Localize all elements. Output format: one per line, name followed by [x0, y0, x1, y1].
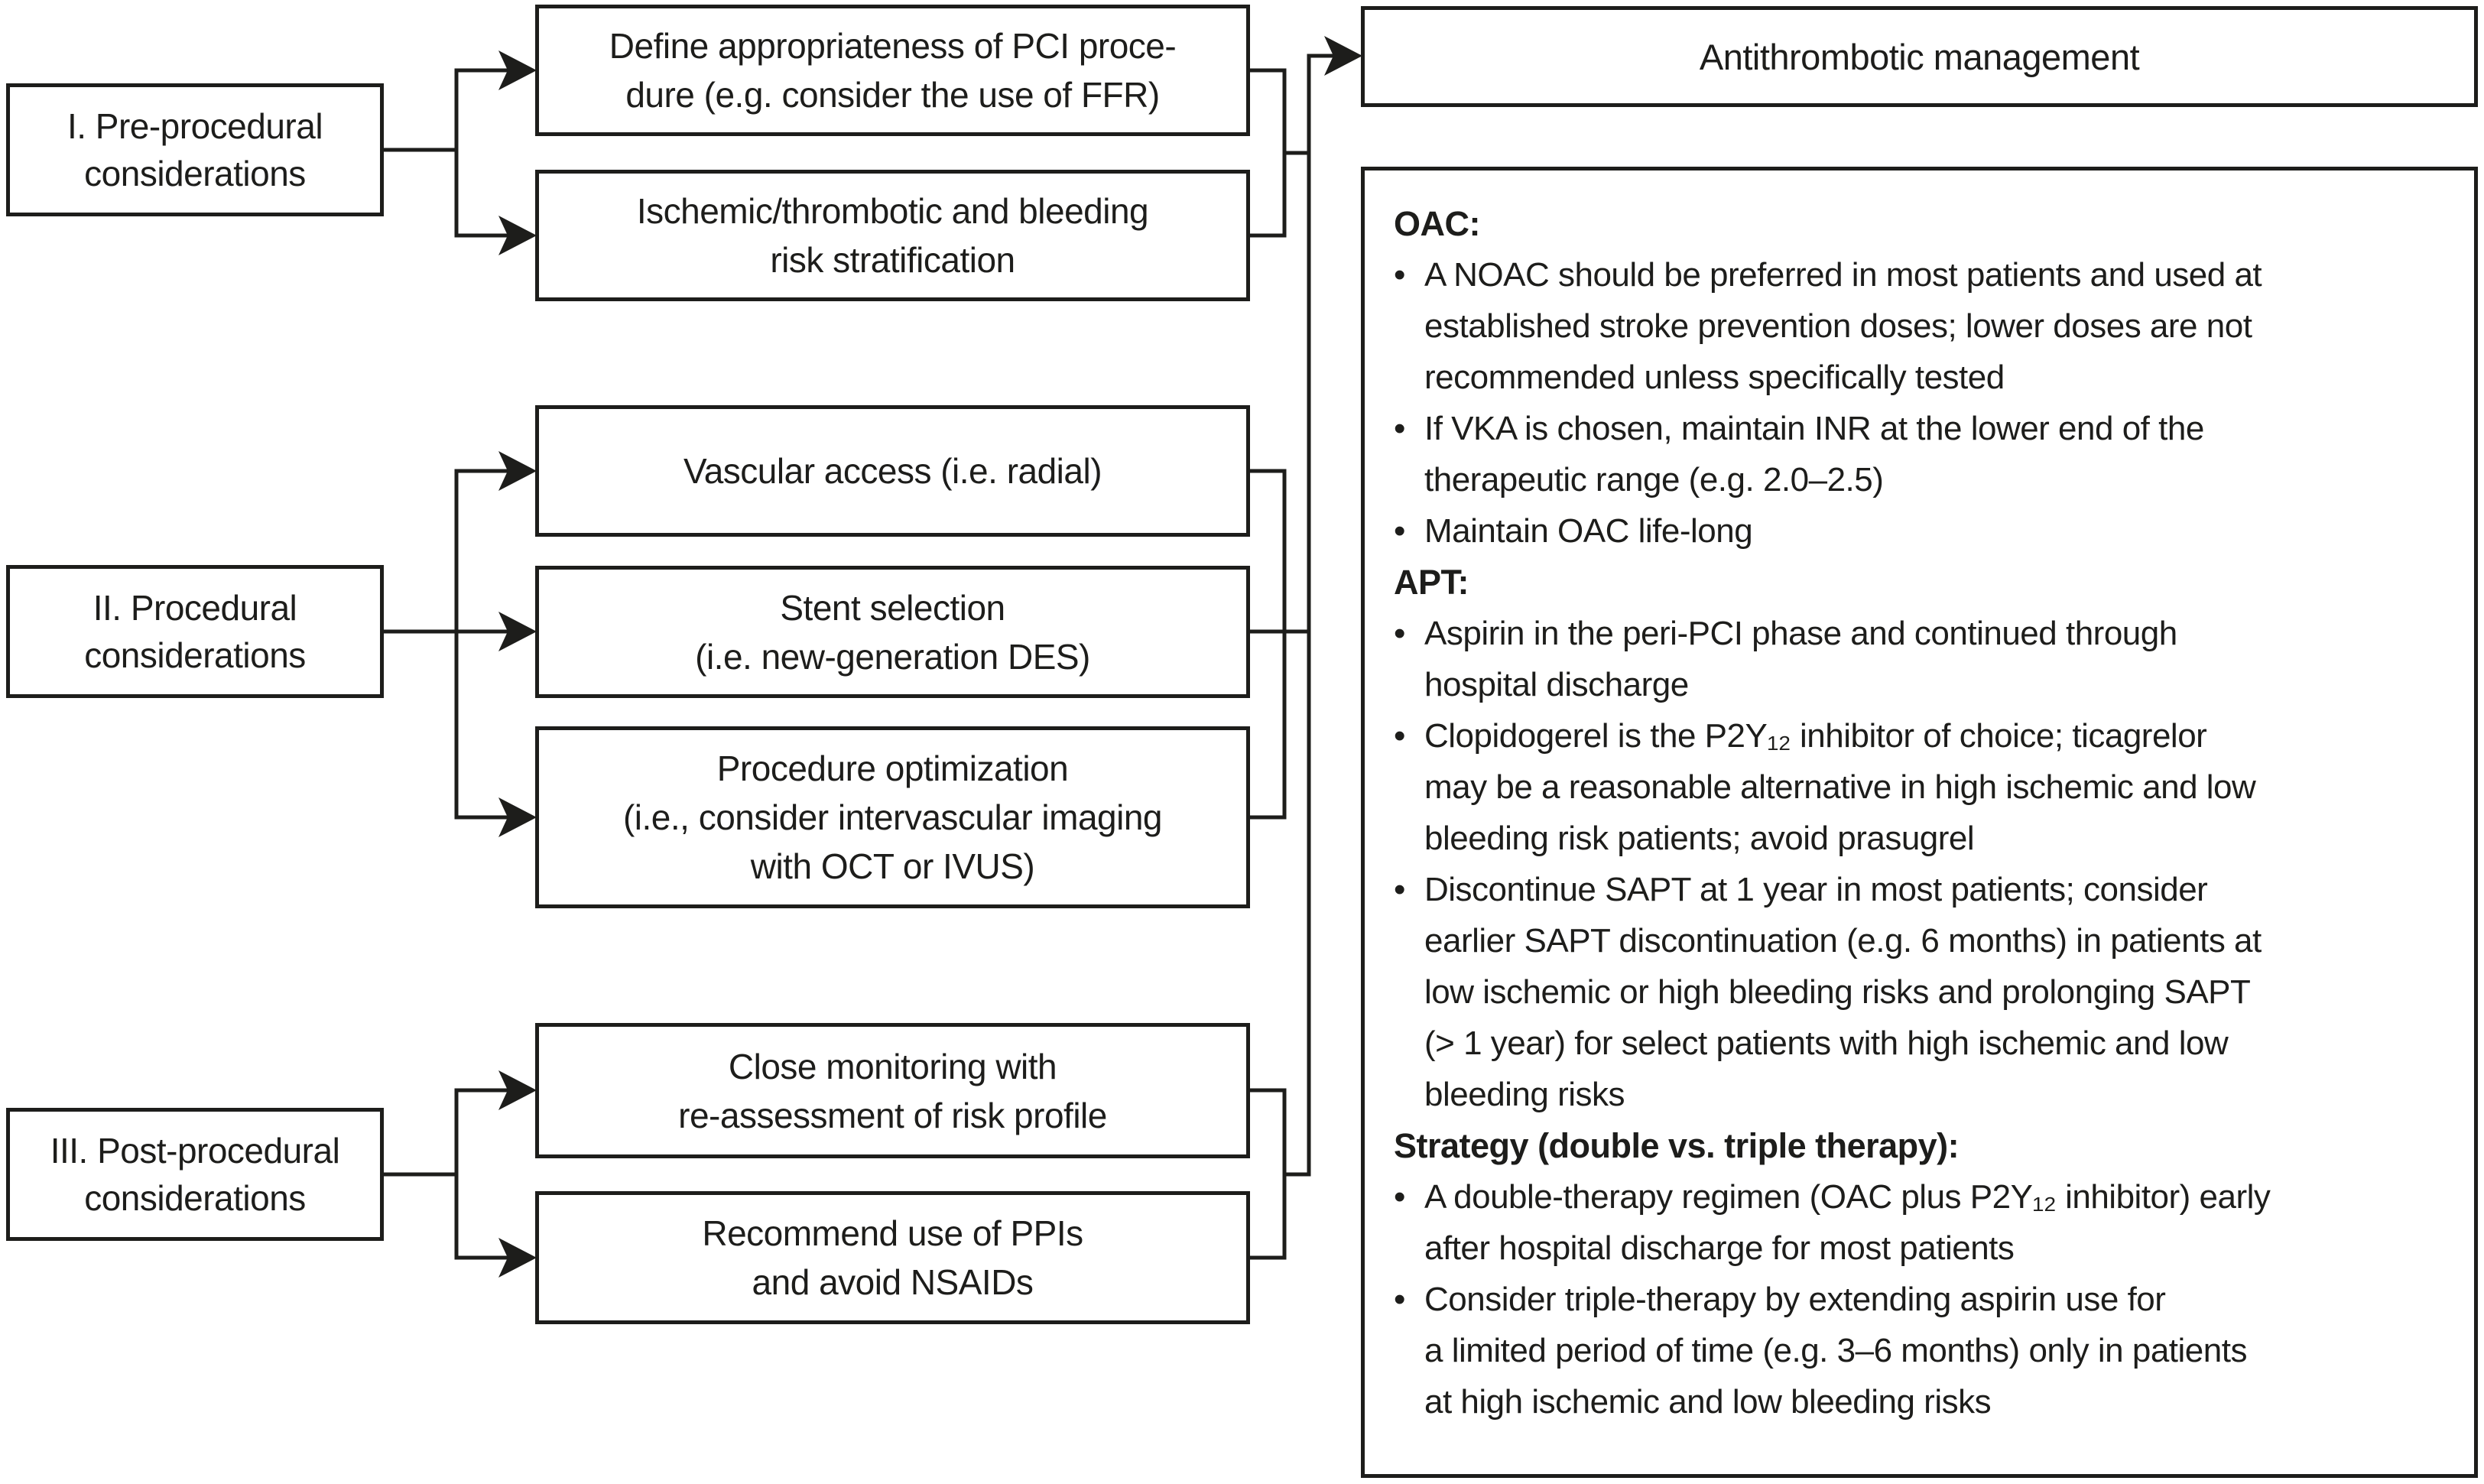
connector-bracket-3: [1248, 1088, 1311, 1260]
connector-trunk: [1307, 54, 1334, 1177]
arrowhead-icon: [498, 612, 537, 651]
list-item: • A double-therapy regimen (OAC plus P2Y…: [1394, 1171, 2451, 1274]
connector-stage3-branch: [382, 1088, 513, 1260]
action-box-risk-stratification: Ischemic/thrombotic and bleeding risk st…: [535, 170, 1250, 301]
action-box-define-appropriateness: Define appropriateness of PCI proce- dur…: [535, 5, 1250, 136]
bullet-text: A double-therapy regimen (OAC plus P2Y₁₂…: [1424, 1178, 2271, 1267]
bullet-icon: •: [1394, 717, 1405, 755]
section-oac: OAC: • A NOAC should be preferred in mos…: [1394, 198, 2451, 557]
bullet-text: Aspirin in the peri-PCI phase and contin…: [1424, 615, 2177, 703]
arrowhead-icon: [498, 216, 537, 255]
bullet-text: Clopidogerel is the P2Y₁₂ inhibitor of c…: [1424, 717, 2256, 857]
action-box-close-monitoring: Close monitoring with re-assessment of r…: [535, 1023, 1250, 1158]
bullet-text: If VKA is chosen, maintain INR at the lo…: [1424, 410, 2204, 498]
section-heading-strategy: Strategy (double vs. triple therapy):: [1394, 1126, 1960, 1165]
action-box-vascular-access: Vascular access (i.e. radial): [535, 405, 1250, 537]
arrowhead-icon: [1324, 36, 1362, 76]
bullet-icon: •: [1394, 1281, 1405, 1318]
list-item: • Discontinue SAPT at 1 year in most pat…: [1394, 864, 2451, 1120]
stage-box-procedural: II. Procedural considerations: [6, 565, 384, 698]
bullet-icon: •: [1394, 615, 1405, 652]
bullet-icon: •: [1394, 256, 1405, 294]
connector-stage2-branch: [382, 469, 513, 820]
arrowhead-icon: [498, 1070, 537, 1110]
section-heading-apt: APT:: [1394, 563, 1469, 602]
list-item: • A NOAC should be preferred in most pat…: [1394, 249, 2451, 403]
section-apt: APT: • Aspirin in the peri-PCI phase and…: [1394, 557, 2451, 1120]
section-strategy: Strategy (double vs. triple therapy): • …: [1394, 1120, 2451, 1427]
list-item: • Clopidogerel is the P2Y₁₂ inhibitor of…: [1394, 710, 2451, 864]
action-box-procedure-optimization: Procedure optimization (i.e., consider i…: [535, 726, 1250, 908]
arrowhead-icon: [498, 50, 537, 90]
bullet-text: Discontinue SAPT at 1 year in most patie…: [1424, 871, 2262, 1113]
list-item: • Consider triple-therapy by extending a…: [1394, 1274, 2451, 1427]
connector-bracket-1: [1248, 68, 1311, 238]
bullet-icon: •: [1394, 410, 1405, 447]
bullet-text: Maintain OAC life-long: [1424, 512, 1753, 550]
antithrombotic-management-title-box: Antithrombotic management: [1361, 6, 2478, 107]
action-box-ppi-nsaid: Recommend use of PPIs and avoid NSAIDs: [535, 1191, 1250, 1324]
stage-box-pre-procedural: I. Pre-procedural considerations: [6, 83, 384, 216]
list-item: • If VKA is chosen, maintain INR at the …: [1394, 403, 2451, 505]
list-item: • Aspirin in the peri-PCI phase and cont…: [1394, 608, 2451, 710]
bullet-icon: •: [1394, 871, 1405, 908]
stage-box-post-procedural: III. Post-procedural considerations: [6, 1108, 384, 1241]
bullet-icon: •: [1394, 512, 1405, 550]
section-heading-oac: OAC:: [1394, 204, 1480, 243]
arrowhead-icon: [498, 797, 537, 837]
bullet-text: A NOAC should be preferred in most patie…: [1424, 256, 2262, 396]
connector-bracket-2: [1248, 469, 1311, 820]
arrowhead-icon: [498, 451, 537, 491]
list-item: • Maintain OAC life-long: [1394, 505, 2451, 557]
antithrombotic-management-detail-box: OAC: • A NOAC should be preferred in mos…: [1361, 167, 2478, 1478]
action-box-stent-selection: Stent selection (i.e. new-generation DES…: [535, 566, 1250, 698]
connector-stage1-branch: [382, 68, 513, 238]
bullet-text: Consider triple-therapy by extending asp…: [1424, 1281, 2247, 1421]
bullet-icon: •: [1394, 1178, 1405, 1216]
arrowhead-icon: [498, 1238, 537, 1278]
